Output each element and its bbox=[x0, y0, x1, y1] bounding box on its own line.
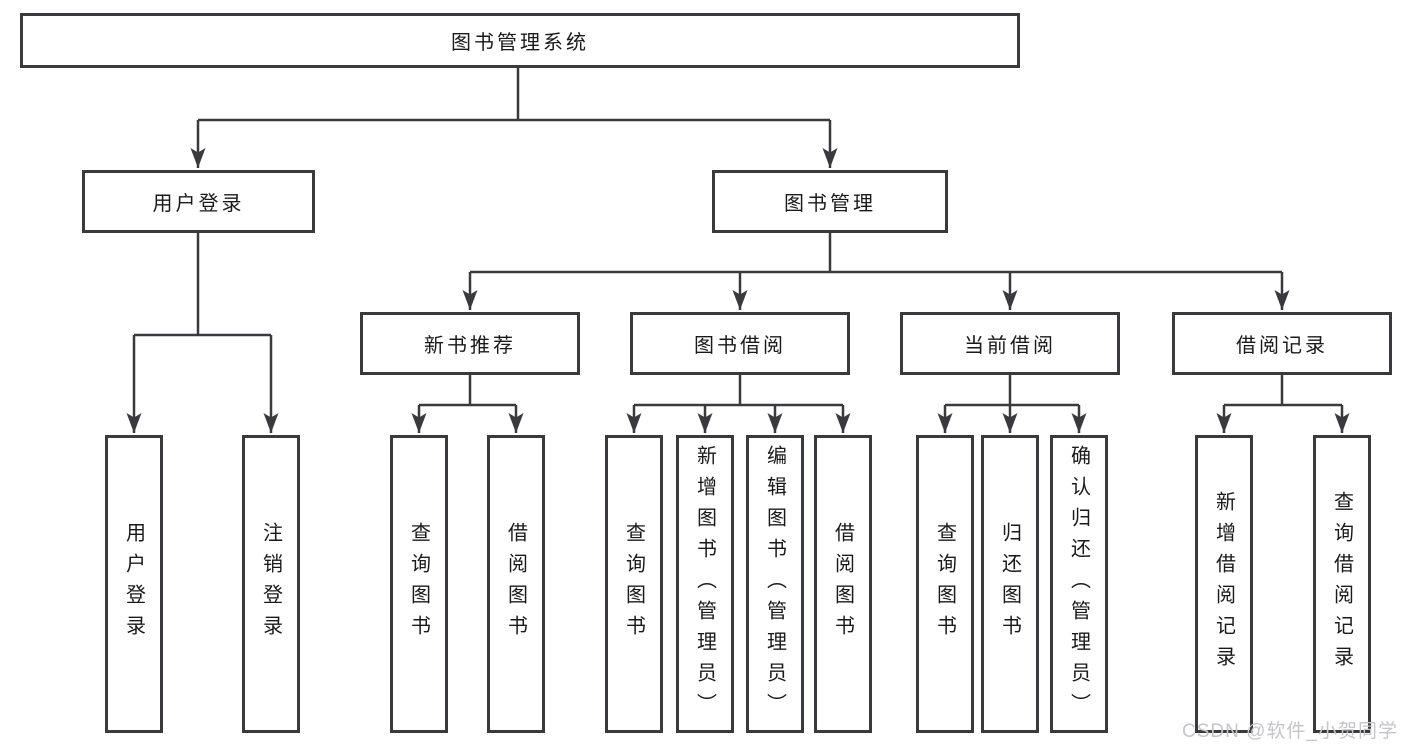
node-label: 查询图书 bbox=[407, 522, 430, 646]
leaf-borrow-query-books: 查询图书 bbox=[605, 435, 663, 733]
leaf-user-login: 用户登录 bbox=[105, 435, 163, 733]
node-label: 借阅图书 bbox=[831, 522, 854, 646]
node-label: 确认归还（管理员） bbox=[1067, 444, 1090, 724]
node-label: 借阅记录 bbox=[1236, 335, 1328, 357]
connector-book-management-children bbox=[462, 233, 1290, 310]
node-current-borrowing: 当前借阅 bbox=[900, 312, 1120, 375]
leaf-current-query-books: 查询图书 bbox=[916, 435, 974, 733]
connector-current-borrow-children bbox=[937, 375, 1087, 433]
node-label: 查询图书 bbox=[622, 522, 645, 646]
node-label: 查询图书 bbox=[933, 522, 956, 646]
node-borrowing-records: 借阅记录 bbox=[1172, 312, 1392, 375]
node-label: 新增图书（管理员） bbox=[693, 444, 716, 724]
node-label: 归还图书 bbox=[998, 522, 1021, 646]
node-label: 借阅图书 bbox=[504, 522, 527, 646]
leaf-borrow-borrow-books: 借阅图书 bbox=[814, 435, 872, 733]
leaf-newbook-borrow-books: 借阅图书 bbox=[487, 435, 545, 733]
node-label: 用户登录 bbox=[152, 193, 245, 215]
node-user-login: 用户登录 bbox=[82, 170, 315, 233]
node-book-borrowing: 图书借阅 bbox=[630, 312, 850, 375]
node-label: 用户登录 bbox=[122, 522, 145, 646]
node-book-management: 图书管理 bbox=[712, 170, 948, 233]
csdn-watermark: CSDN @软件_小贺同学 bbox=[1182, 721, 1398, 742]
node-label: 图书管理系统 bbox=[451, 32, 589, 54]
leaf-newbook-query-books: 查询图书 bbox=[390, 435, 448, 733]
leaf-current-confirm-return-admin: 确认归还（管理员） bbox=[1050, 435, 1108, 733]
node-new-book-recommendation: 新书推荐 bbox=[360, 312, 580, 375]
node-label: 新增借阅记录 bbox=[1212, 491, 1235, 677]
node-label: 图书管理 bbox=[784, 193, 876, 215]
connector-new-book-children bbox=[411, 375, 524, 433]
leaf-logout: 注销登录 bbox=[242, 435, 300, 733]
node-label: 图书借阅 bbox=[694, 335, 786, 357]
leaf-borrow-add-books-admin: 新增图书（管理员） bbox=[676, 435, 734, 733]
node-label: 注销登录 bbox=[259, 522, 282, 646]
node-library-management-system: 图书管理系统 bbox=[20, 13, 1020, 68]
leaf-current-return-books: 归还图书 bbox=[981, 435, 1039, 733]
leaf-records-query-record: 查询借阅记录 bbox=[1313, 435, 1371, 733]
node-label: 新书推荐 bbox=[424, 335, 516, 357]
node-label: 当前借阅 bbox=[964, 335, 1056, 357]
leaf-borrow-edit-books-admin: 编辑图书（管理员） bbox=[746, 435, 804, 733]
node-label: 编辑图书（管理员） bbox=[763, 444, 786, 724]
connector-user-login-children bbox=[126, 233, 279, 433]
connector-root-to-level2 bbox=[190, 68, 838, 168]
connector-book-borrow-children bbox=[626, 375, 851, 433]
connector-records-children bbox=[1216, 375, 1350, 433]
leaf-records-add-record: 新增借阅记录 bbox=[1195, 435, 1253, 733]
node-label: 查询借阅记录 bbox=[1330, 491, 1353, 677]
